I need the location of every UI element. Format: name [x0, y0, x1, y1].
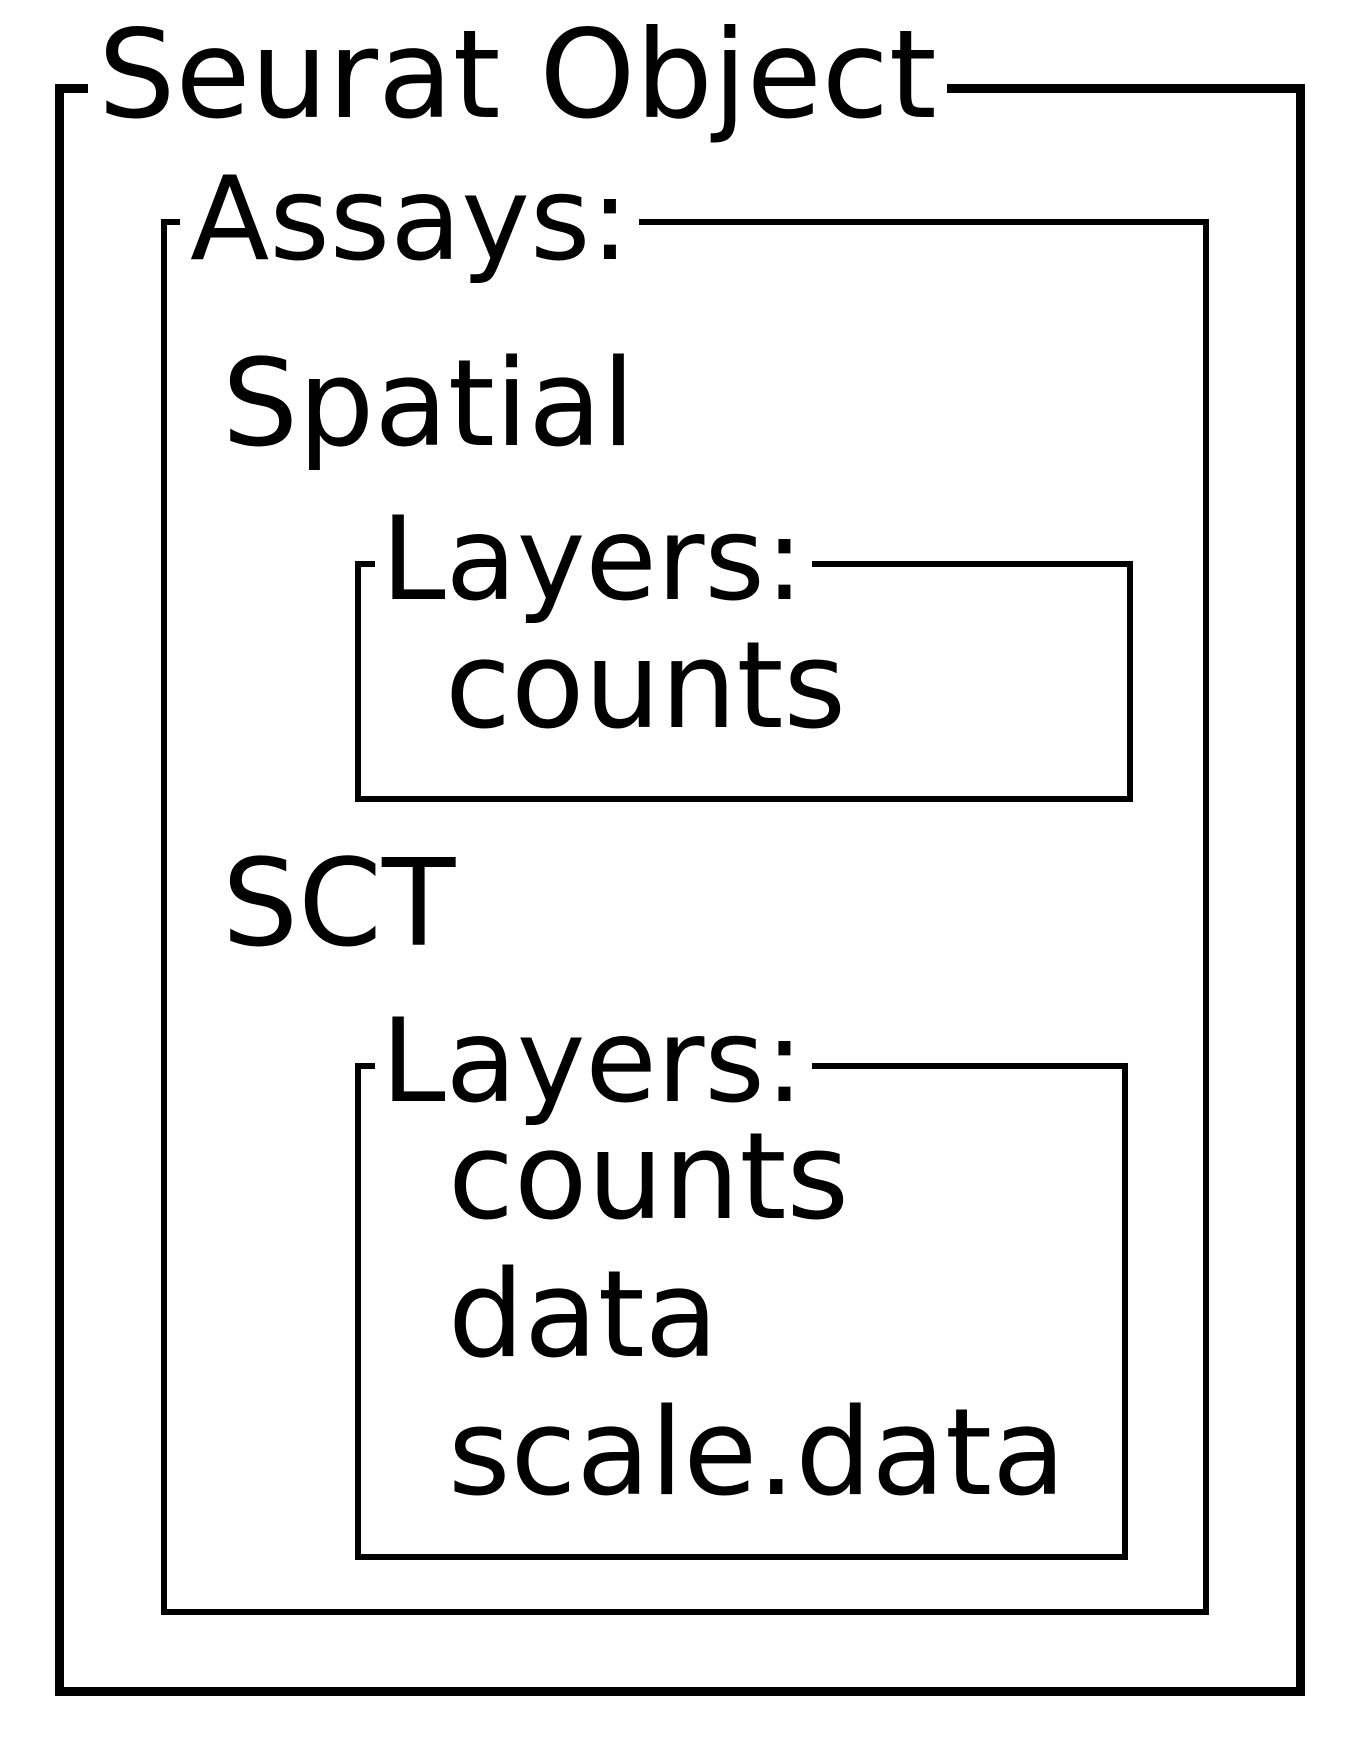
spatial-layer-counts: counts [445, 617, 847, 756]
sct-layers-title: Layers: [375, 1004, 812, 1120]
assay-name-sct: SCT [222, 835, 456, 974]
assay-name-spatial: Spatial [222, 335, 636, 474]
assays-frame [161, 219, 1209, 1615]
sct-layer-scale-data: scale.data [448, 1384, 1066, 1523]
assays-title: Assays: [180, 162, 640, 278]
seurat-object-title: Seurat Object [88, 14, 947, 136]
spatial-layers-title: Layers: [375, 502, 812, 618]
sct-layer-counts: counts [448, 1108, 850, 1247]
sct-layer-data: data [448, 1246, 719, 1385]
